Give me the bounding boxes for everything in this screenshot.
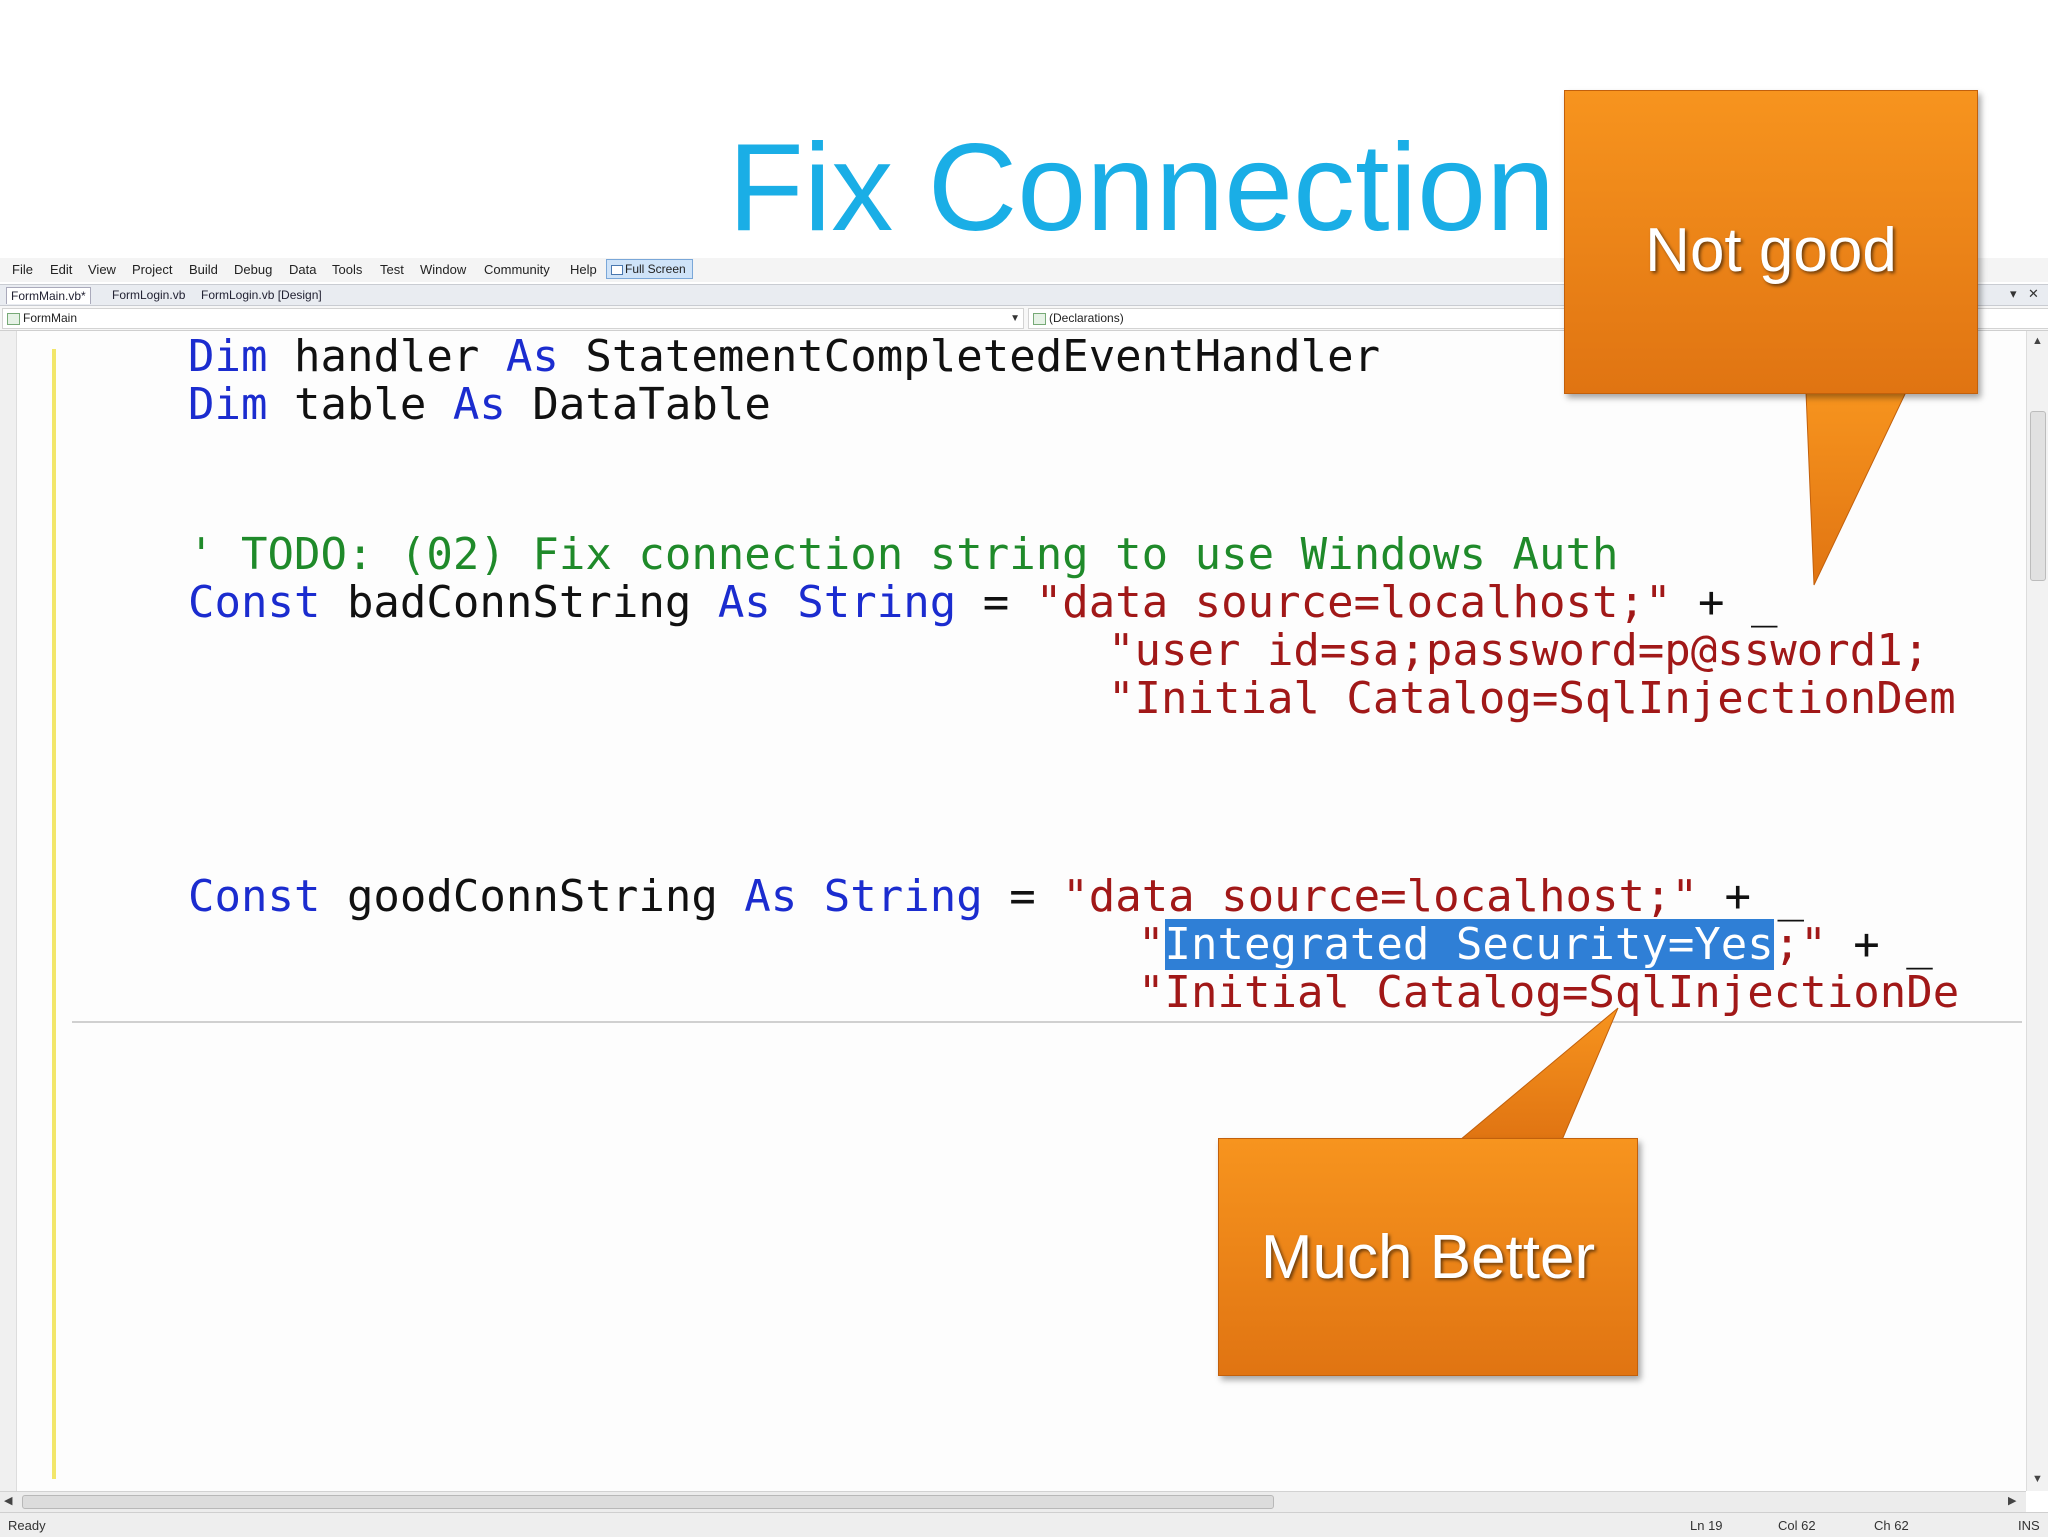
status-ready: Ready — [8, 1518, 46, 1533]
menu-window[interactable]: Window — [420, 262, 467, 277]
selected-text: Integrated Security=Yes — [1164, 919, 1774, 970]
menu-data[interactable]: Data — [289, 262, 317, 277]
code-line-dim-table: Dim table As DataTable — [188, 379, 771, 430]
status-bar: Ready Ln 19 Col 62 Ch 62 INS — [0, 1512, 2048, 1537]
tab-formlogin-design[interactable]: FormLogin.vb [Design] — [201, 288, 322, 302]
scroll-down-icon[interactable]: ▼ — [2032, 1473, 2043, 1485]
editor-gutter — [0, 331, 17, 1491]
menu-build[interactable]: Build — [189, 262, 218, 277]
scroll-up-icon[interactable]: ▲ — [2032, 335, 2043, 347]
declarations-icon — [1033, 313, 1046, 325]
horizontal-scrollbar[interactable]: ◀ ▶ — [0, 1491, 2026, 1512]
menu-edit[interactable]: Edit — [50, 262, 73, 277]
slide-title: Fix Connection — [728, 119, 1556, 257]
callout-not-good: Not good — [1564, 90, 1978, 394]
tab-list-icon[interactable]: ▾ — [2010, 286, 2017, 301]
scroll-right-icon[interactable]: ▶ — [2008, 1495, 2017, 1507]
tab-formmain[interactable]: FormMain.vb* — [6, 287, 91, 304]
menu-project[interactable]: Project — [132, 262, 173, 277]
vertical-scroll-thumb[interactable] — [2030, 411, 2046, 581]
vertical-scrollbar[interactable]: ▲ ▼ — [2026, 331, 2048, 1491]
member-dropdown-value: (Declarations) — [1049, 311, 1124, 325]
code-comment-todo: ' TODO: (02) Fix connection string to us… — [188, 529, 1619, 580]
menu-help[interactable]: Help — [570, 262, 597, 277]
procedure-divider — [72, 1021, 2022, 1023]
tab-formlogin[interactable]: FormLogin.vb — [112, 288, 186, 302]
code-line-good-conn-catalog: "Initial Catalog=SqlInjectionDe — [1138, 967, 1960, 1018]
horizontal-scroll-thumb[interactable] — [22, 1495, 1274, 1509]
fullscreen-icon — [611, 265, 623, 275]
code-line-good-conn-security: "Integrated Security=Yes;" + _ — [1138, 919, 1933, 970]
menu-debug[interactable]: Debug — [234, 262, 273, 277]
status-line: Ln 19 — [1690, 1518, 1723, 1533]
status-column: Col 62 — [1778, 1518, 1816, 1533]
status-insert-mode: INS — [2018, 1518, 2040, 1533]
scroll-left-icon[interactable]: ◀ — [4, 1495, 13, 1507]
code-line-bad-conn: Const badConnString As String = "data so… — [188, 577, 1778, 628]
fullscreen-label: Full Screen — [625, 262, 686, 276]
menu-community[interactable]: Community — [484, 262, 550, 277]
callout-not-good-label: Not good — [1645, 216, 1897, 285]
change-tracking-bar — [52, 349, 56, 1479]
fullscreen-button[interactable]: Full Screen — [606, 259, 693, 279]
menu-file[interactable]: File — [12, 262, 33, 277]
code-editor[interactable]: Dim handler As StatementCompletedEventHa… — [0, 331, 2026, 1491]
menu-tools[interactable]: Tools — [332, 262, 363, 277]
class-dropdown-value: FormMain — [23, 311, 78, 325]
code-line-good-conn: Const goodConnString As String = "data s… — [188, 871, 1804, 922]
callout-much-better-label: Much Better — [1260, 1222, 1596, 1292]
menu-test[interactable]: Test — [380, 262, 404, 277]
code-line-bad-conn-user: "user id=sa;password=p@ssword1; — [1108, 625, 1930, 676]
callout-much-better: Much Better — [1218, 1138, 1638, 1376]
class-dropdown[interactable]: FormMain ▼ — [2, 308, 1024, 329]
chevron-down-icon: ▼ — [1010, 313, 1020, 324]
close-icon[interactable]: ✕ — [2028, 286, 2039, 301]
class-icon — [7, 313, 20, 325]
code-line-bad-conn-catalog: "Initial Catalog=SqlInjectionDem — [1108, 673, 1956, 724]
menu-view[interactable]: View — [88, 262, 116, 277]
code-line-dim-handler: Dim handler As StatementCompletedEventHa… — [188, 331, 1381, 382]
document-tabs: FormMain.vb* FormLogin.vb FormLogin.vb [… — [0, 284, 2048, 306]
status-char: Ch 62 — [1874, 1518, 1909, 1533]
